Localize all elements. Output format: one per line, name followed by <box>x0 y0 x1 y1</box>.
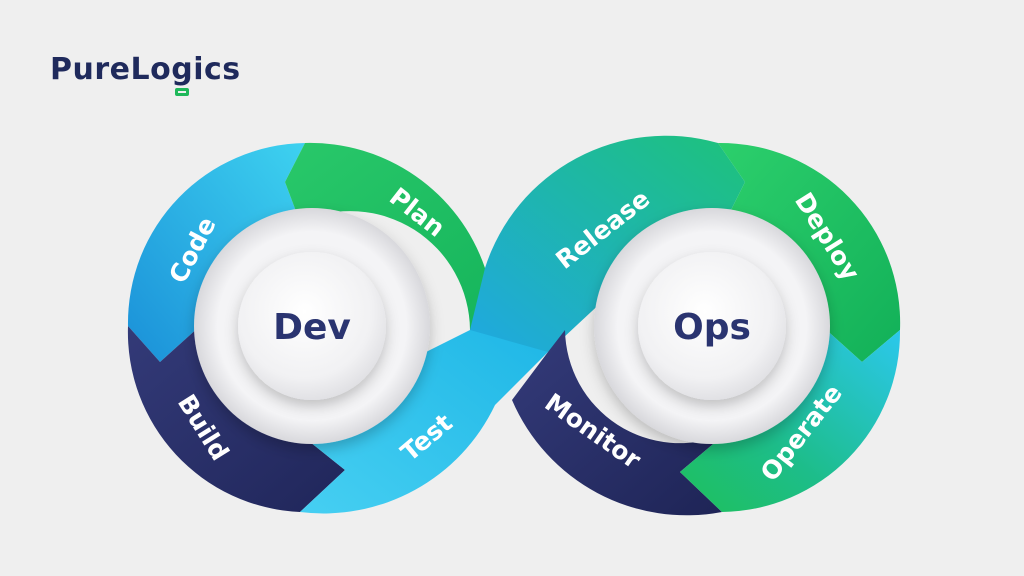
purelogics-logo: PureLogics <box>50 46 250 102</box>
segment-release <box>470 135 745 352</box>
ops-hub-disc <box>638 252 786 400</box>
dev-label: Dev <box>273 307 351 348</box>
segment-plan <box>285 142 528 330</box>
segment-monitor <box>512 330 725 516</box>
segment-deploy <box>718 142 901 362</box>
ops-label: Ops <box>673 307 751 348</box>
dev-hub-disc <box>238 252 386 400</box>
brand-name: PureLogics <box>50 52 241 87</box>
segment-operate <box>680 326 901 512</box>
segment-build <box>127 326 345 512</box>
segment-test <box>300 330 548 514</box>
logo-bracket-mark <box>175 88 189 96</box>
segment-code <box>127 143 305 362</box>
